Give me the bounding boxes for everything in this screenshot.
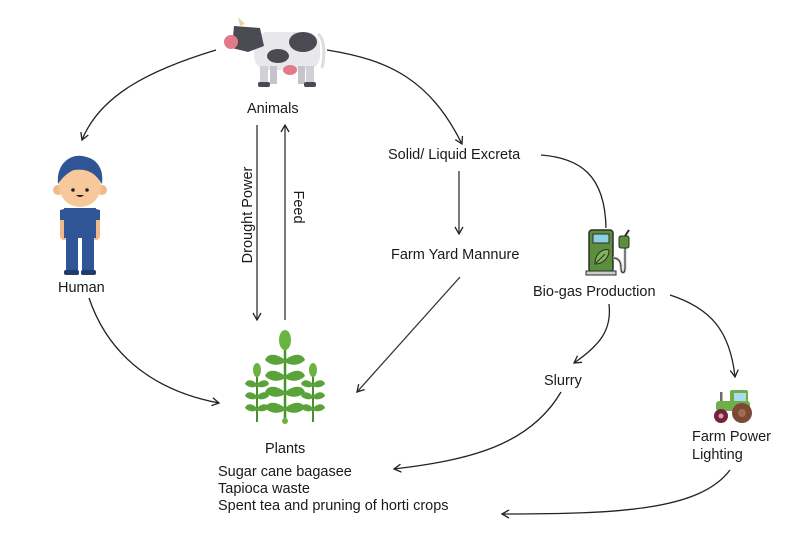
- arrow-excreta-to-biogas: [540, 154, 607, 229]
- arrow-animals-to-excreta: [326, 49, 464, 146]
- edge-drought-power-label: Drought Power: [240, 166, 256, 264]
- plant-products-list: Sugar cane bagasee Tapioca waste Spent t…: [218, 464, 449, 515]
- node-slurry-label: Slurry: [544, 373, 582, 389]
- node-biogas-label: Bio-gas Production: [533, 284, 656, 300]
- node-plants-label: Plants: [265, 441, 306, 457]
- arrow-manure-to-plants: [356, 276, 461, 393]
- node-excreta-label: Solid/ Liquid Excreta: [388, 147, 521, 163]
- node-farm-power-label-line1: Farm Power: [692, 429, 771, 445]
- arrow-farmpower-to-products: [500, 469, 731, 519]
- edge-feed-label: Feed: [290, 190, 306, 224]
- arrow-animals-to-human: [80, 49, 217, 142]
- person-icon: [52, 152, 108, 276]
- arrow-slurry-to-products: [392, 391, 562, 473]
- plant-product-item: Tapioca waste: [218, 481, 310, 497]
- biogas-pump-icon: [585, 228, 635, 278]
- node-farm-power-label-line2: Lighting: [692, 447, 743, 463]
- tractor-icon: [712, 388, 756, 424]
- arrow-biogas-to-slurry: [572, 303, 611, 364]
- arrow-human-to-plants: [88, 297, 221, 407]
- plant-product-item: Sugar cane bagasee: [218, 464, 352, 480]
- arrow-biogas-to-farmpower: [669, 294, 739, 379]
- node-manure-label: Farm Yard Mannure: [391, 247, 520, 263]
- node-human-label: Human: [58, 280, 105, 296]
- cow-icon: [218, 10, 330, 90]
- node-animals-label: Animals: [247, 101, 299, 117]
- plant-icon: [245, 330, 325, 426]
- plant-product-item: Spent tea and pruning of horti crops: [218, 498, 449, 514]
